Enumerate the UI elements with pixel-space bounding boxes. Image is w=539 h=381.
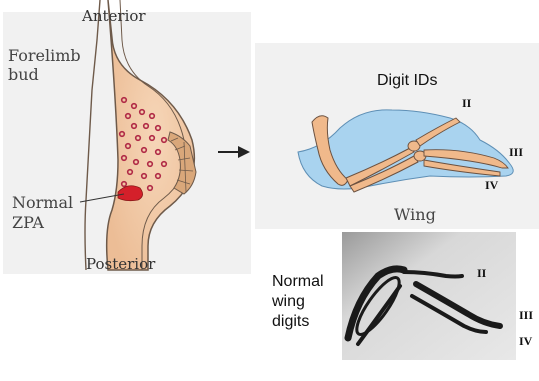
zpa-label-line2: ZPA <box>12 213 44 232</box>
wing-digit-label-ii: II <box>462 96 472 110</box>
forelimb-label-line1: Forelimb <box>8 46 81 65</box>
xray-image <box>342 232 516 360</box>
anterior-label: Anterior <box>81 7 146 25</box>
wing-panel-title: Digit IDs <box>377 72 437 89</box>
xray-digit-label-ii: II <box>477 266 487 280</box>
xray-digit-label-iii: III <box>519 308 533 322</box>
wing-digit-label-iv: IV <box>485 178 499 192</box>
wing-caption: Wing <box>394 205 436 224</box>
posterior-label: Posterior <box>86 255 156 273</box>
xray-label-line1: Normal <box>272 273 324 290</box>
zpa-label-line1: Normal <box>12 193 73 212</box>
xray-label-line3: digits <box>272 313 309 330</box>
xray-digit-label-iv: IV <box>519 334 533 348</box>
xray-label-line2: wing <box>271 293 305 310</box>
forelimb-label-line2: bud <box>8 65 39 84</box>
wing-digit-label-iii: III <box>509 145 523 159</box>
